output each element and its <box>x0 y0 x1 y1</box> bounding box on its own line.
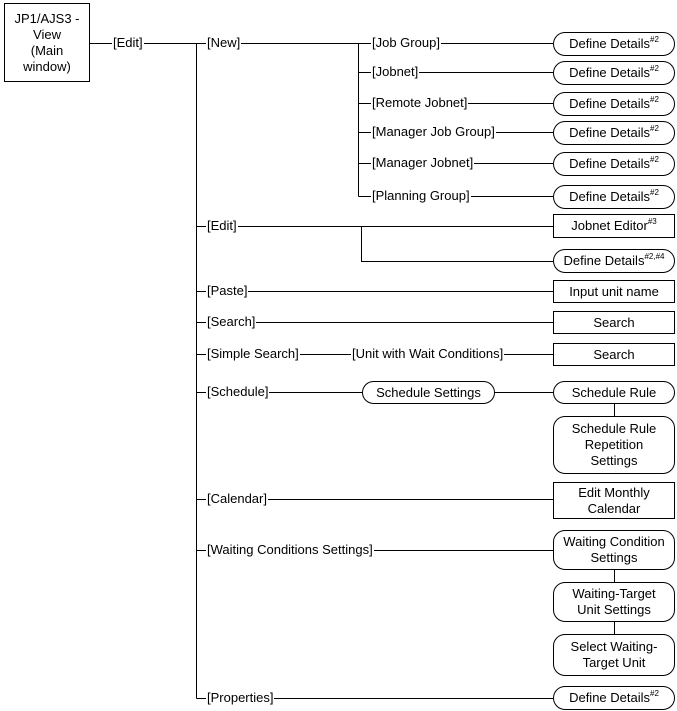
define-details-box: Define Details#2 <box>553 152 675 176</box>
new-manager-jobnet: [Manager Jobnet] <box>371 155 475 171</box>
define-details-box: Define Details#2 <box>553 61 675 85</box>
schedule-rule-repetition-box: Schedule Rule Repetition Settings <box>553 416 675 474</box>
search-box: Search <box>553 311 675 334</box>
menu-waiting-conditions: [Waiting Conditions Settings] <box>206 542 374 558</box>
menu-simple-search: [Simple Search] <box>206 346 300 362</box>
waiting-target-unit-settings-box: Waiting-Target Unit Settings <box>553 582 675 622</box>
menu-search: [Search] <box>206 314 257 330</box>
new-job-group: [Job Group] <box>371 35 441 51</box>
main-window-box: JP1/AJS3 - View (Main window) <box>4 3 90 82</box>
define-details-box-edit: Define Details#2,#4 <box>553 249 675 273</box>
define-details-box: Define Details#2 <box>553 185 675 209</box>
define-details-box: Define Details#2 <box>553 32 675 56</box>
input-unit-name-box: Input unit name <box>553 280 675 303</box>
define-details-box: Define Details#2 <box>553 121 675 145</box>
menu-schedule: [Schedule] <box>206 384 270 400</box>
edit-monthly-calendar-box: Edit Monthly Calendar <box>553 482 675 519</box>
new-remote-jobnet: [Remote Jobnet] <box>371 95 469 111</box>
define-details-box: Define Details#2 <box>553 686 675 710</box>
unit-with-wait-conditions: [Unit with Wait Conditions] <box>351 346 505 362</box>
menu-new: [New] <box>206 35 242 51</box>
schedule-rule-box: Schedule Rule <box>553 381 675 404</box>
menu-paste: [Paste] <box>206 283 249 299</box>
edit-menu-label: [Edit] <box>112 35 144 51</box>
menu-calendar: [Calendar] <box>206 491 268 507</box>
new-manager-job-group: [Manager Job Group] <box>371 124 496 140</box>
select-waiting-target-unit-box: Select Waiting- Target Unit <box>553 634 675 676</box>
schedule-settings-box: Schedule Settings <box>362 381 495 404</box>
note-2-4: #2,#4 <box>644 251 665 261</box>
menu-edit: [Edit] <box>206 218 238 234</box>
menu-properties: [Properties] <box>206 690 275 706</box>
new-jobnet: [Jobnet] <box>371 64 420 80</box>
waiting-condition-settings-box: Waiting Condition Settings <box>553 530 675 570</box>
define-details-box: Define Details#2 <box>553 92 675 116</box>
new-planning-group: [Planning Group] <box>371 188 471 204</box>
jobnet-editor-box: Jobnet Editor#3 <box>553 214 675 238</box>
search-box-wait: Search <box>553 343 675 366</box>
